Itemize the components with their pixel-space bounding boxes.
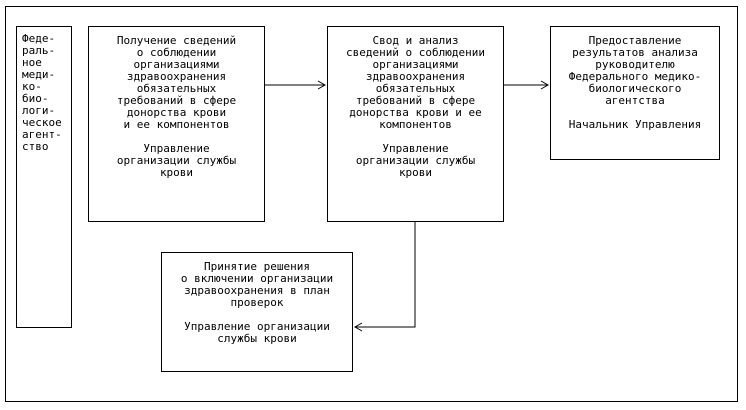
agency-line: Феде- — [22, 32, 56, 45]
box-text-line: организациями — [372, 58, 459, 71]
decision-box: Принятие решения о включении организации… — [161, 252, 353, 372]
agency-line: био- — [22, 92, 49, 105]
report-results-box: Предоставление результатов анализа руков… — [550, 26, 720, 160]
box-text-line: Принятие решения — [204, 260, 310, 273]
box-text-line: руководителю — [595, 58, 675, 71]
box-owner-line: крови — [398, 166, 433, 179]
box-text-line: обязательных — [375, 82, 456, 95]
receive-info-box: Получение сведений о соблюдении организа… — [88, 26, 265, 222]
box-text-line: Предоставление — [588, 34, 682, 47]
box-text-line: требований в сфере — [116, 94, 237, 107]
agency-line: ко- — [22, 80, 42, 93]
box-text-line: компонентов — [379, 118, 452, 131]
box-owner-line: организации службы — [355, 154, 476, 167]
arrow-analyze-to-decision — [353, 222, 416, 332]
analyze-info-box: Свод и анализ сведений о соблюдении орга… — [327, 26, 504, 222]
agency-line: логи- — [22, 104, 56, 117]
box-text-line: и ее компонентов — [123, 118, 230, 131]
agency-line: ческое — [22, 116, 62, 129]
agency-line: ное — [22, 56, 42, 69]
arrow-receive-to-analyze — [265, 80, 327, 90]
agency-line: агент- — [22, 128, 62, 141]
agency-line: ство — [22, 140, 49, 153]
box-text-line: донорства крови — [126, 106, 227, 119]
box-text-line: Федерального медико- — [568, 70, 702, 83]
box-text-line: проверок — [230, 296, 284, 309]
box-text-line: сведений о соблюдении — [345, 46, 486, 59]
box-text-line: организациями — [133, 58, 220, 71]
box-owner-line: Начальник Управления — [568, 118, 702, 131]
box-text-line: о соблюдении — [136, 46, 217, 59]
box-text-line: Получение сведений — [116, 34, 237, 47]
box-text-line: здравоохранения — [365, 70, 466, 83]
box-text-line: биологического — [588, 82, 682, 95]
box-owner-line: Управление — [143, 142, 210, 155]
box-owner-line: Управление организации — [184, 320, 330, 333]
agency-line: меди- — [22, 68, 56, 81]
box-text-line: здравоохранения — [126, 70, 227, 83]
agency-line: раль- — [22, 44, 56, 57]
box-owner-line: крови — [159, 166, 194, 179]
box-text-line: требований в сфере — [355, 94, 476, 107]
agency-column: Феде- раль- ное меди- ко- био- логи- чес… — [16, 26, 72, 328]
box-text-line: агентства — [605, 94, 665, 107]
box-text-line: о включении организации — [180, 272, 334, 285]
box-text-line: здравоохранения в план — [184, 284, 330, 297]
box-text-line: донорства крови и ее — [349, 106, 482, 119]
box-owner-line: организации службы — [116, 154, 237, 167]
box-owner-line: Управление — [382, 142, 449, 155]
box-owner-line: службы крови — [217, 332, 297, 345]
box-text-line: Свод и анализ — [372, 34, 459, 47]
box-text-line: обязательных — [136, 82, 217, 95]
arrow-analyze-to-report — [504, 80, 550, 90]
box-text-line: результатов анализа — [572, 46, 698, 59]
